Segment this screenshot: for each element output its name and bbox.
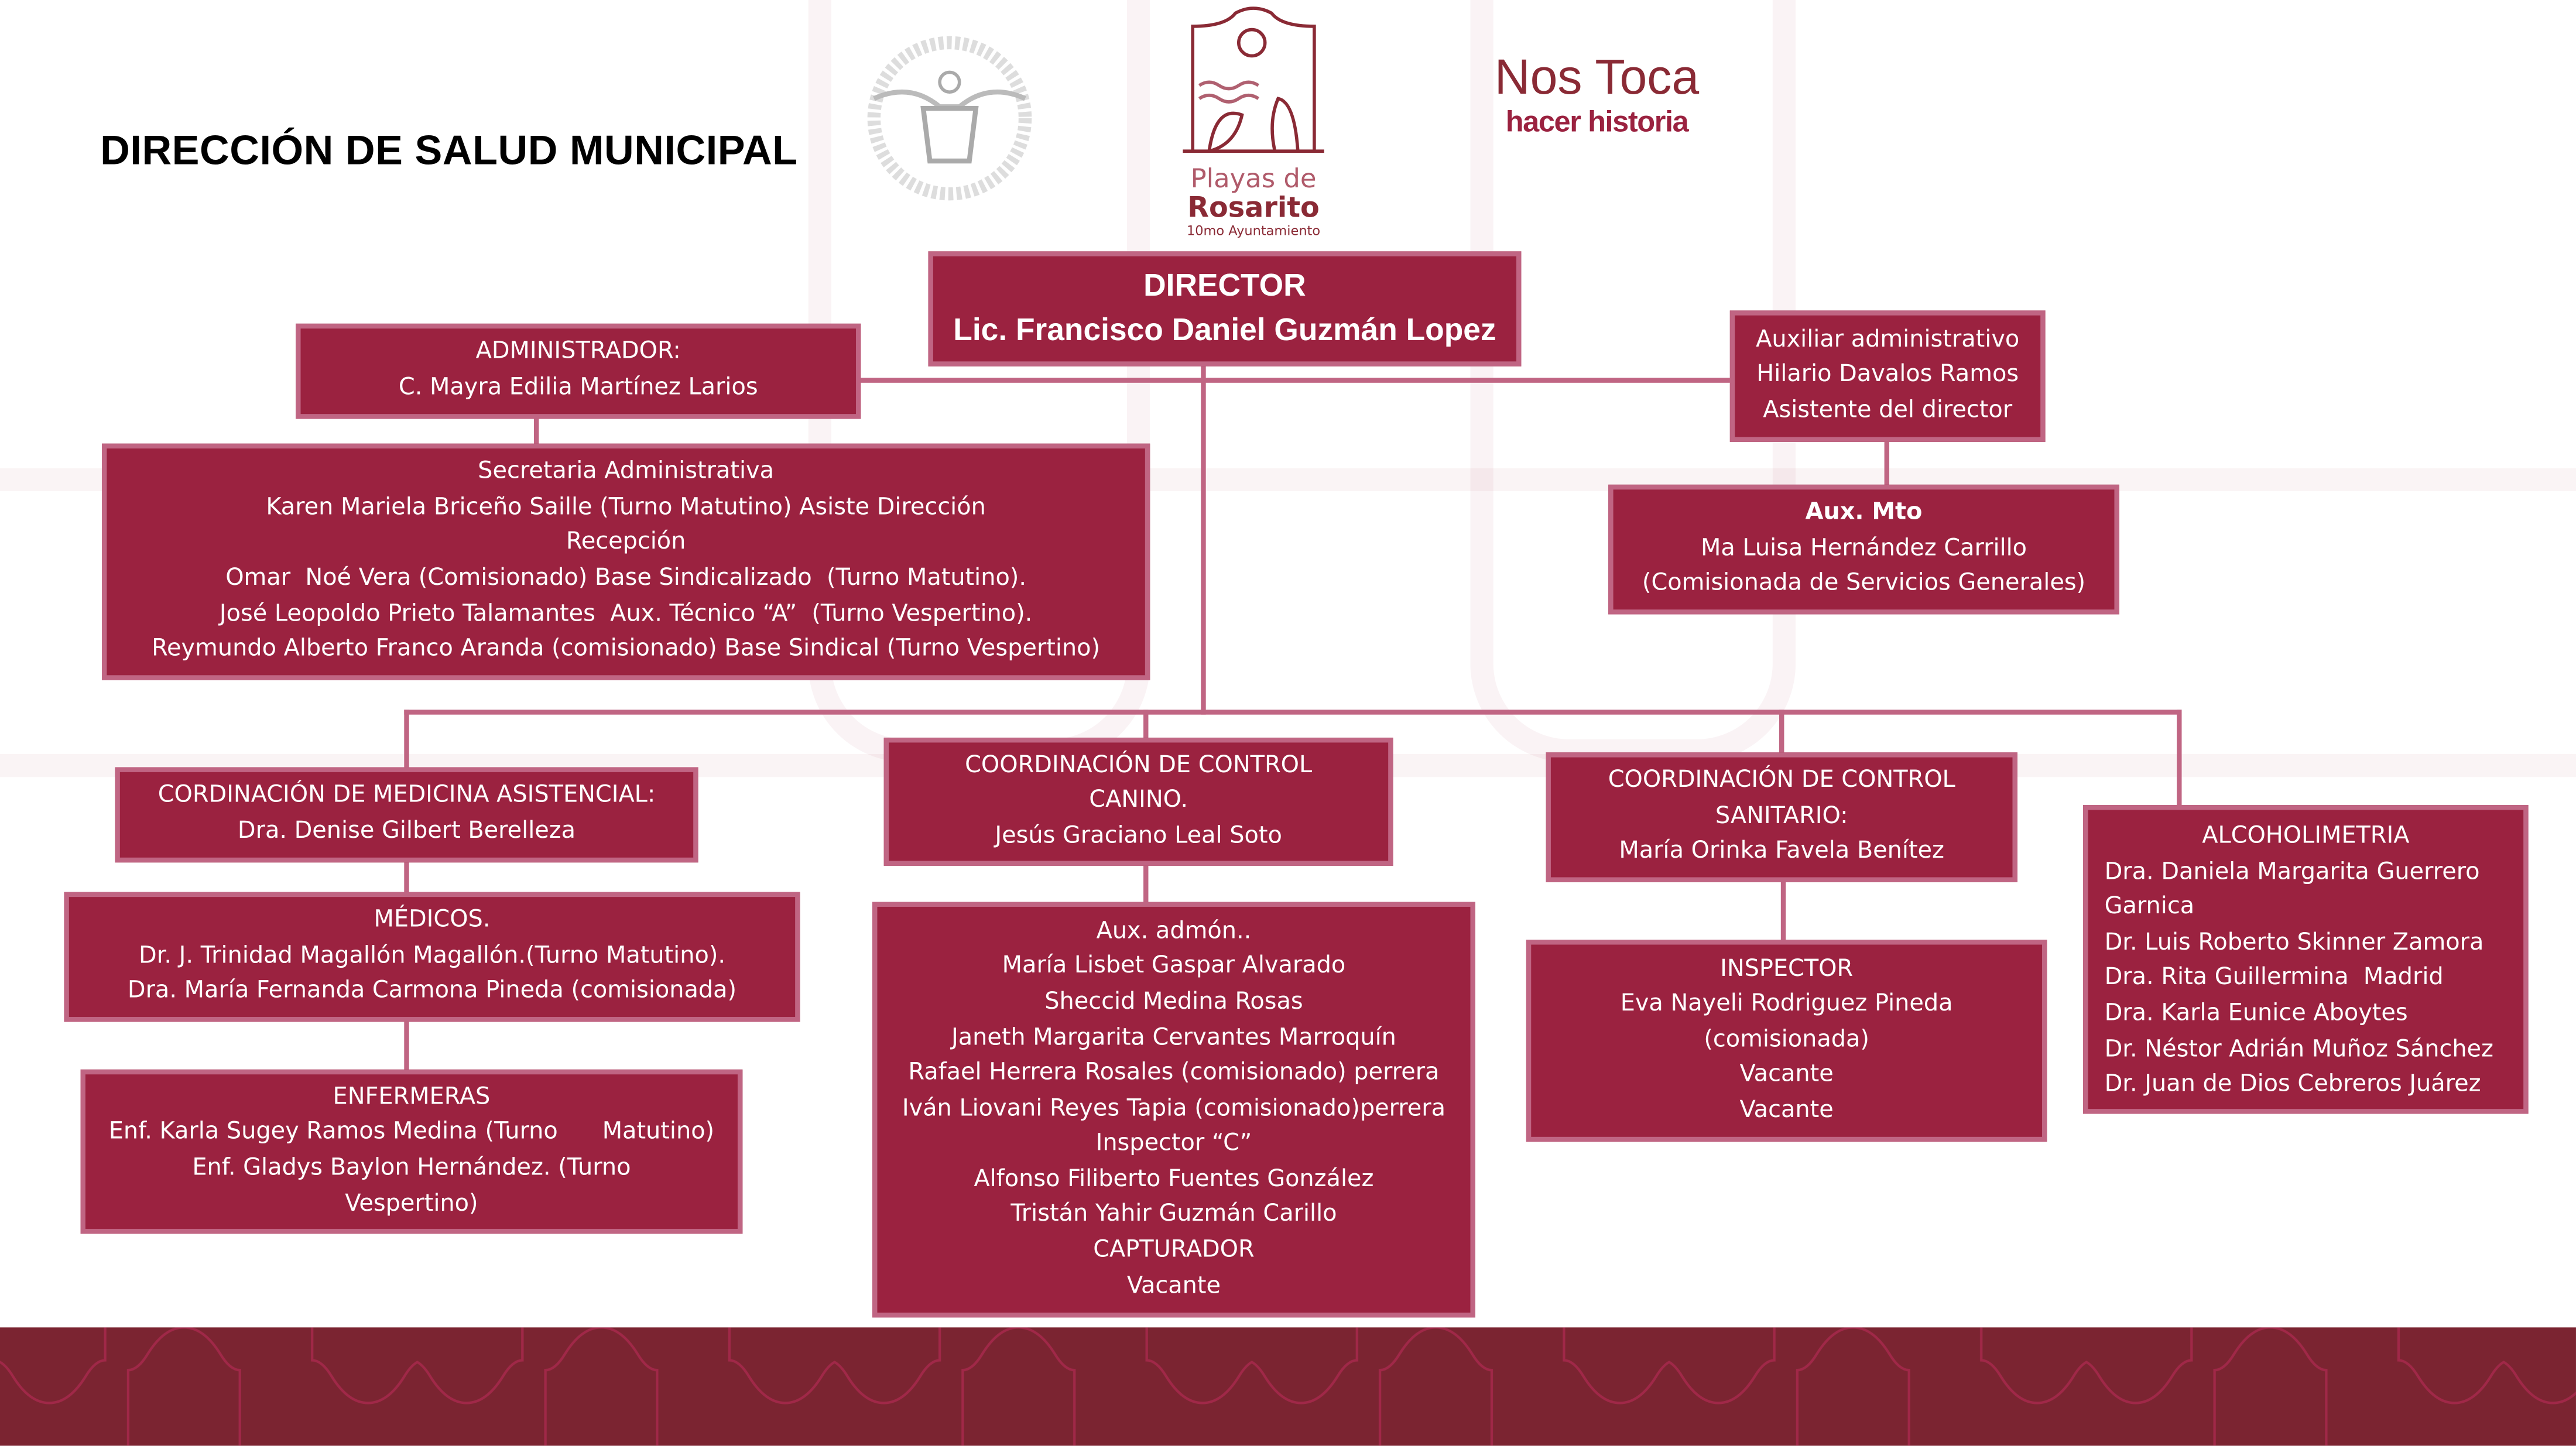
- box-line: Dra. Karla Eunice Aboytes: [2104, 1000, 2408, 1027]
- box-line: Ma Luisa Hernández Carrillo: [1701, 535, 2027, 561]
- box-line: INSPECTOR: [1720, 955, 1854, 982]
- aux-mto-box: Aux. Mto Ma Luisa Hernández Carrillo (Co…: [1608, 484, 2119, 615]
- box-line: Vespertino): [345, 1190, 478, 1217]
- box-line: Dra. Rita Guillermina Madrid: [2104, 965, 2444, 992]
- box-line: CAPTURADOR: [1093, 1237, 1255, 1264]
- slogan-line2: hacer historia: [1505, 105, 1689, 138]
- box-line: Dr. J. Trinidad Magallón Magallón.(Turno…: [138, 942, 726, 969]
- box-line: María Orinka Favela Benítez: [1619, 838, 1944, 865]
- enfermeras-box: ENFERMERAS Enf. Karla Sugey Ramos Medina…: [80, 1069, 743, 1234]
- box-line: Rafael Herrera Rosales (comisionado) per…: [908, 1060, 1440, 1087]
- administrador-box: ADMINISTRADOR: C. Mayra Edilia Martínez …: [296, 323, 861, 419]
- box-line: Vacante: [1126, 1272, 1221, 1299]
- box-line: Garnica: [2104, 894, 2195, 920]
- box-line: Dra. Denise Gilbert Berelleza: [237, 818, 576, 845]
- logo-text-rosarito: Rosarito: [1187, 192, 1320, 225]
- box-line: COORDINACIÓN DE CONTROL: [1608, 767, 1955, 794]
- box-line: Dra. María Fernanda Carmona Pineda (comi…: [127, 978, 737, 1005]
- box-line: Alfonso Filiberto Fuentes González: [974, 1166, 1374, 1193]
- director-name: Lic. Francisco Daniel Guzmán Lopez: [953, 313, 1496, 348]
- control-canino-box: COORDINACIÓN DE CONTROL CANINO. Jesús Gr…: [883, 737, 1393, 866]
- logo-text-playas: Playas de: [1190, 162, 1317, 194]
- box-line: Vacante: [1739, 1061, 1834, 1088]
- connector-line: [859, 378, 1730, 383]
- box-line: Dr. Luis Roberto Skinner Zamora: [2104, 929, 2484, 956]
- secretaria-box: Secretaria Administrativa Karen Mariela …: [101, 443, 1150, 680]
- connector-line: [404, 710, 2182, 715]
- page-title: DIRECCIÓN DE SALUD MUNICIPAL: [100, 128, 798, 174]
- inspector-box: INSPECTOR Eva Nayeli Rodriguez Pineda (c…: [1526, 940, 2047, 1142]
- rosarito-logo: Playas de Rosarito 10mo Ayuntamiento: [1176, 6, 1331, 246]
- box-line: CORDINACIÓN DE MEDICINA ASISTENCIAL:: [157, 782, 656, 809]
- connector-line: [404, 1020, 409, 1071]
- box-line: Enf. Karla Sugey Ramos Medina (Turno Mat…: [108, 1119, 715, 1146]
- box-line: Tristán Yahir Guzmán Carillo: [1010, 1201, 1337, 1228]
- box-line: SANITARIO:: [1715, 803, 1848, 830]
- box-line: Enf. Gladys Baylon Hernández. (Turno: [192, 1155, 631, 1181]
- box-line: Dra. Daniela Margarita Guerrero: [2104, 858, 2480, 885]
- connector-line: [1779, 710, 1784, 754]
- box-line: Dr. Juan de Dios Cebreros Juárez: [2104, 1071, 2481, 1098]
- box-line: MÉDICOS.: [374, 907, 491, 934]
- box-title: Aux. Mto: [1805, 499, 1923, 526]
- auxiliar-administrativo-box: Auxiliar administrativo Hilario Davalos …: [1729, 310, 2046, 442]
- connector-line: [533, 417, 539, 446]
- connector-line: [1201, 364, 1206, 715]
- footer-pattern-band: [0, 1327, 2576, 1446]
- box-line: C. Mayra Edilia Martínez Larios: [398, 374, 758, 401]
- medicos-box: MÉDICOS. Dr. J. Trinidad Magallón Magall…: [64, 892, 800, 1022]
- box-line: Iván Liovani Reyes Tapia (comisionado)pe…: [902, 1095, 1446, 1122]
- box-line: Sheccid Medina Rosas: [1044, 989, 1303, 1015]
- connector-line: [1780, 881, 1786, 941]
- box-title: ALCOHOLIMETRIA: [2202, 823, 2410, 849]
- municipal-seal-logo: [861, 33, 1038, 204]
- box-line: Vacante: [1739, 1097, 1834, 1124]
- box-line: Dr. Néstor Adrián Muñoz Sánchez: [2104, 1036, 2493, 1063]
- box-line: ADMINISTRADOR:: [475, 339, 681, 366]
- box-line: (comisionada): [1704, 1026, 1869, 1053]
- box-line: ENFERMERAS: [333, 1084, 491, 1111]
- box-line: Secretaria Administrativa: [478, 458, 775, 485]
- connector-line: [1884, 440, 1890, 487]
- box-line: María Lisbet Gaspar Alvarado: [1002, 953, 1346, 980]
- box-line: Asistente del director: [1763, 397, 2013, 424]
- box-line: Inspector “C”: [1095, 1131, 1252, 1157]
- slogan-logo: Nos Toca hacer historia: [1474, 50, 1720, 138]
- box-line: CANINO.: [1089, 787, 1188, 814]
- box-line: (Comisionada de Servicios Generales): [1642, 570, 2086, 597]
- footer-pattern: [0, 1327, 2576, 1446]
- connector-line: [1143, 710, 1149, 739]
- box-line: Omar Noé Vera (Comisionado) Base Sindica…: [225, 565, 1027, 592]
- box-line: Recepción: [566, 529, 686, 556]
- box-line: Eva Nayeli Rodriguez Pineda: [1620, 991, 1953, 1018]
- control-sanitario-box: COORDINACIÓN DE CONTROL SANITARIO: María…: [1546, 752, 2017, 882]
- box-line: Karen Mariela Briceño Saille (Turno Matu…: [266, 494, 986, 521]
- box-line: Jesús Graciano Leal Soto: [995, 823, 1282, 849]
- box-line: COORDINACIÓN DE CONTROL: [965, 752, 1313, 778]
- box-line: Aux. admón..: [1096, 917, 1252, 944]
- box-line: Janeth Margarita Cervantes Marroquín: [951, 1024, 1396, 1051]
- alcoholimetria-box: ALCOHOLIMETRIA Dra. Daniela Margarita Gu…: [2083, 804, 2529, 1114]
- connector-line: [404, 861, 409, 894]
- logo-text-ayuntamiento: 10mo Ayuntamiento: [1186, 223, 1321, 238]
- connector-line: [1143, 864, 1149, 904]
- slogan-line1: Nos Toca: [1494, 50, 1700, 105]
- box-line: José Leopoldo Prieto Talamantes Aux. Téc…: [219, 600, 1033, 627]
- box-line: Auxiliar administrativo: [1756, 326, 2020, 353]
- aux-admon-box: Aux. admón.. María Lisbet Gaspar Alvarad…: [872, 902, 1475, 1318]
- medicina-asistencial-box: CORDINACIÓN DE MEDICINA ASISTENCIAL: Dra…: [115, 767, 698, 863]
- connector-line: [404, 710, 409, 769]
- director-box: DIRECTOR Lic. Francisco Daniel Guzmán Lo…: [928, 251, 1522, 366]
- connector-line: [2177, 710, 2182, 807]
- box-line: Reymundo Alberto Franco Aranda (comision…: [152, 636, 1101, 663]
- director-role: DIRECTOR: [1143, 269, 1306, 304]
- box-line: Hilario Davalos Ramos: [1756, 361, 2019, 388]
